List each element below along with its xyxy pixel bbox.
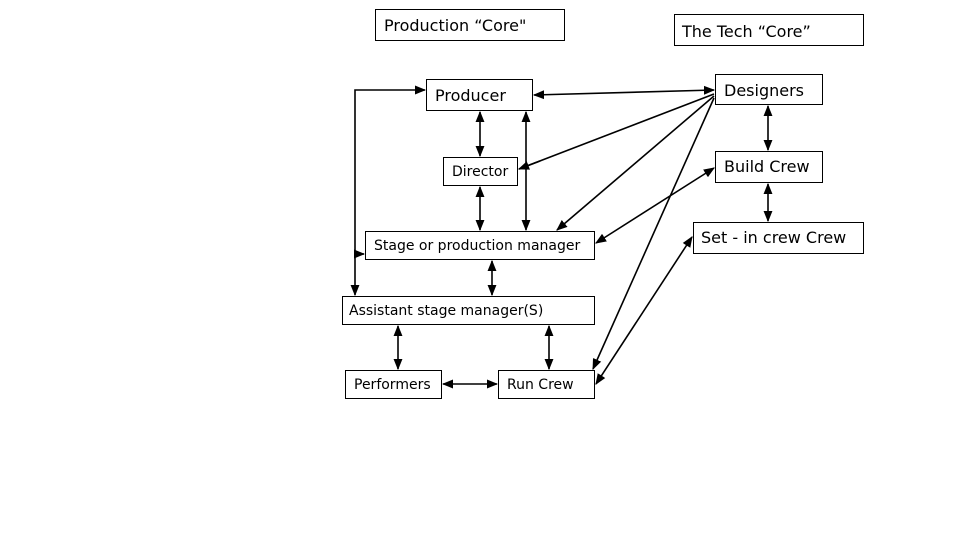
node-producer-label: Producer: [435, 85, 506, 105]
node-performers: Performers: [345, 370, 442, 399]
node-designers-label: Designers: [724, 81, 804, 100]
node-performers-label: Performers: [354, 376, 431, 393]
arrow-designers-director-head: [517, 160, 541, 170]
tech-core-label: The Tech “Core”: [682, 22, 811, 41]
arrow-designers-director: [518, 93, 715, 170]
node-director-label: Director: [452, 163, 509, 180]
node-build-crew: Build Crew: [715, 151, 823, 183]
node-run-crew-label: Run Crew: [507, 376, 574, 393]
node-build-crew-label: Build Crew: [724, 157, 810, 176]
arrow-build-crew-stage-manager: [595, 167, 715, 244]
production-core-label: Production “Core": [384, 16, 527, 35]
node-assistant-stage-manager-label: Assistant stage manager(S): [349, 302, 544, 319]
node-designers: Designers: [715, 74, 823, 105]
node-producer: Producer: [426, 79, 533, 111]
node-set-in-crew: Set - in crew Crew: [693, 222, 864, 254]
node-run-crew: Run Crew: [498, 370, 595, 399]
node-director: Director: [443, 157, 518, 186]
node-assistant-stage-manager: Assistant stage manager(S): [342, 296, 595, 325]
node-set-in-crew-label: Set - in crew Crew: [701, 228, 847, 247]
tech-core-heading: The Tech “Core”: [674, 14, 864, 46]
arrow-set-in-crew-run-crew: [595, 236, 693, 385]
arrow-designers-stage-manager: [556, 95, 715, 231]
production-core-heading: Production “Core": [375, 9, 565, 41]
arrow-designers-producer: [532, 85, 716, 100]
arrow-left-loop-producer: [350, 85, 427, 297]
